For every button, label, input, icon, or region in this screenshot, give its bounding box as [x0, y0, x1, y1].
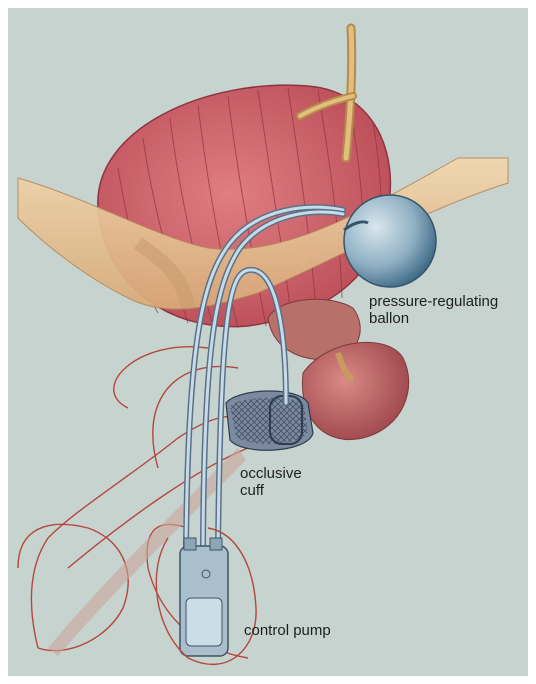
cuff-label: occlusive cuff: [240, 465, 302, 499]
balloon-label: pressure-regulating ballon: [369, 293, 498, 327]
balloon-label-line2: ballon: [369, 310, 498, 327]
illustration-frame: pressure-regulating ballon occlusive cuf…: [8, 8, 528, 676]
cuff-label-line1: occlusive: [240, 465, 302, 482]
anatomy-illustration: [8, 8, 528, 676]
balloon-label-line1: pressure-regulating: [369, 293, 498, 310]
pressure-regulating-balloon: [344, 195, 436, 287]
occlusive-cuff: [226, 391, 313, 450]
cuff-label-line2: cuff: [240, 482, 302, 499]
pump-label: control pump: [244, 622, 331, 639]
control-pump: [180, 538, 228, 656]
